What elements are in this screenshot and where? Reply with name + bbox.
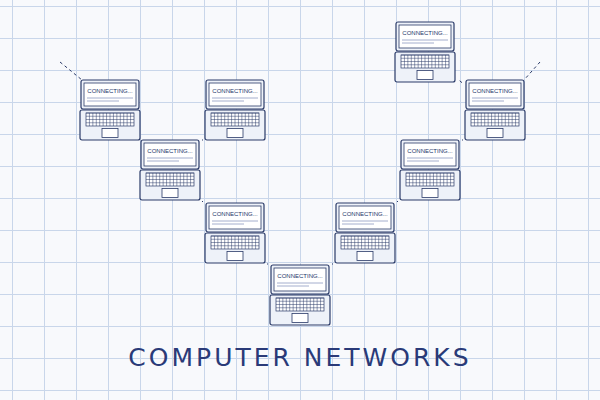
network-link [458,79,462,82]
screen-text: CONNECTING... [274,273,326,280]
laptop-node: CONNECTING... [79,79,141,141]
laptop-node: CONNECTING... [399,139,461,201]
outgoing-link [60,62,82,80]
screen-text: CONNECTING... [339,211,391,218]
laptop-node: CONNECTING... [204,79,266,141]
laptop-node: CONNECTING... [394,21,456,83]
screen-text: CONNECTING... [399,30,451,37]
screen-text: CONNECTING... [84,88,136,95]
screen-text: CONNECTING... [469,88,521,95]
laptop-node: CONNECTING... [204,202,266,264]
diagram-title: COMPUTER NETWORKS [0,343,600,372]
network-link [462,139,463,141]
screen-text: CONNECTING... [209,211,261,218]
laptop-node: CONNECTING... [269,264,331,326]
laptop-node: CONNECTING... [334,202,396,264]
laptop-node: CONNECTING... [139,139,201,201]
network-link [267,263,268,265]
network-link [397,201,398,203]
screen-text: CONNECTING... [404,148,456,155]
laptop-node: CONNECTING... [464,79,526,141]
screen-text: CONNECTING... [209,88,261,95]
network-link [332,263,333,265]
screen-text: CONNECTING... [144,148,196,155]
outgoing-link [524,62,540,80]
network-link [202,139,203,141]
network-link [202,201,203,203]
